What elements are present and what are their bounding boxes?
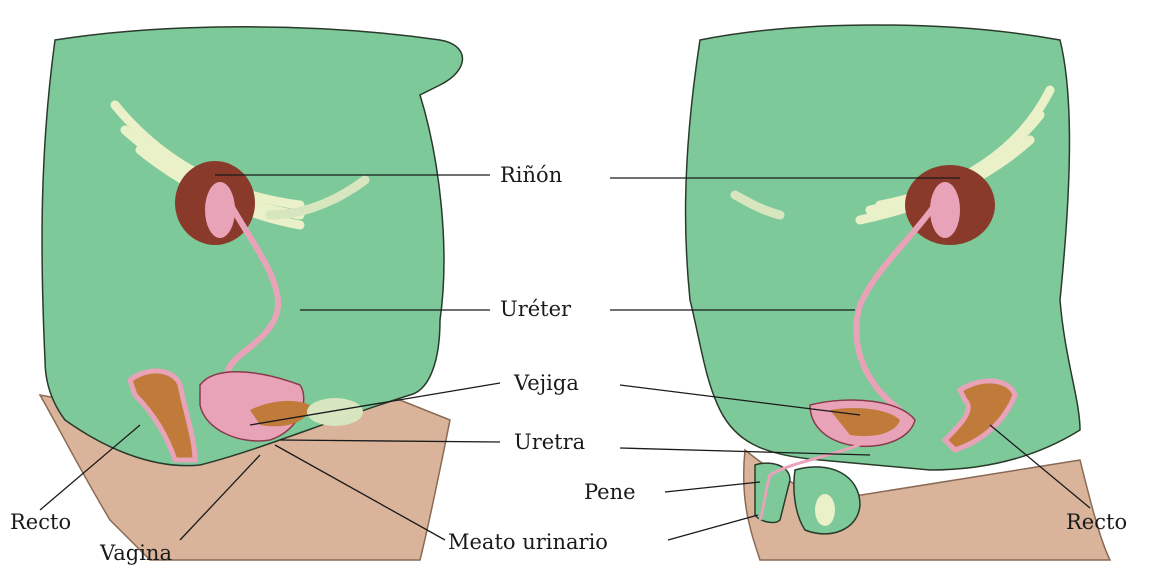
label-meato-urinario: Meato urinario — [448, 532, 608, 553]
left-pelvic-bone — [307, 398, 363, 426]
label-vagina: Vagina — [100, 543, 172, 564]
label-vejiga: Vejiga — [514, 373, 579, 394]
label-recto-left: Recto — [10, 512, 71, 533]
label-recto-right: Recto — [1066, 512, 1127, 533]
label-uretra: Uretra — [514, 432, 585, 453]
label-ureter: Uréter — [500, 299, 571, 320]
label-pene: Pene — [584, 482, 636, 503]
testis — [815, 494, 835, 526]
label-rinon: Riñón — [500, 165, 562, 186]
